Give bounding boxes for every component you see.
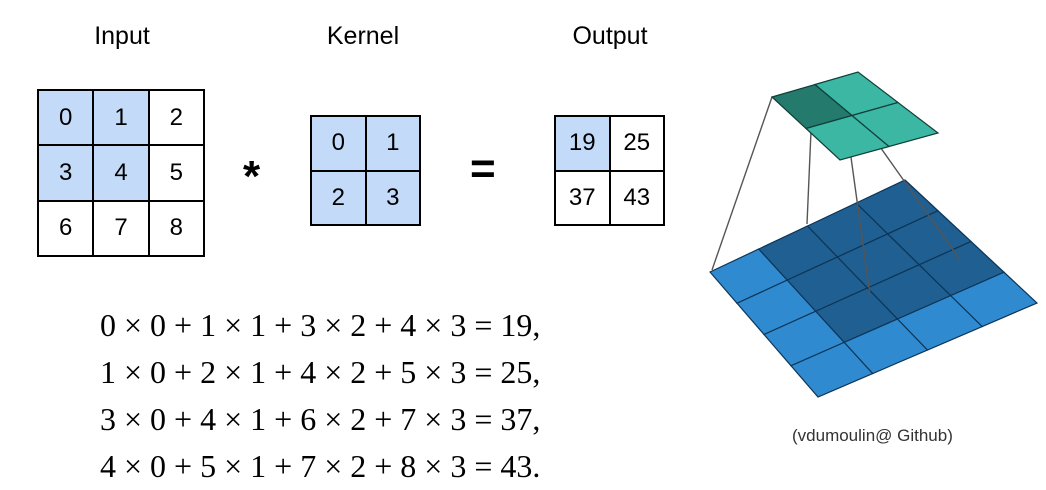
kernel-title: Kernel — [326, 22, 400, 50]
input-cell: 1 — [94, 91, 148, 145]
input-title: Input — [94, 22, 150, 50]
equations: 0 × 0 + 1 × 1 + 3 × 2 + 4 × 3 = 19, 1 × … — [100, 302, 540, 490]
convolution-illustration — [709, 71, 1039, 398]
output-cell: 37 — [556, 171, 609, 224]
projection-line — [711, 96, 773, 271]
input-cell: 0 — [39, 91, 93, 145]
kernel-grid: 0 1 2 3 — [310, 115, 421, 226]
equation-line: 3 × 0 + 4 × 1 + 6 × 2 + 7 × 3 = 37, — [100, 401, 541, 437]
equation-line: 1 × 0 + 2 × 1 + 4 × 2 + 5 × 3 = 25, — [100, 354, 541, 390]
output-grid: 19 25 37 43 — [554, 115, 665, 226]
input-cell: 4 — [94, 146, 148, 200]
input-grid: 0 1 2 3 4 5 6 7 8 — [37, 89, 205, 257]
kernel-cell: 1 — [366, 117, 419, 170]
input-cell: 5 — [149, 146, 203, 200]
input-plane-cell — [949, 271, 1039, 328]
kernel-cell: 3 — [366, 171, 419, 224]
input-plane — [709, 179, 1039, 398]
equation-line: 4 × 0 + 5 × 1 + 7 × 2 + 8 × 3 = 43. — [100, 448, 541, 484]
equals-operator: = — [470, 144, 496, 193]
equation-line: 0 × 0 + 1 × 1 + 3 × 2 + 4 × 3 = 19, — [100, 307, 541, 343]
convolve-operator: * — [243, 152, 261, 201]
output-title: Output — [572, 22, 648, 50]
input-cell: 6 — [39, 201, 93, 255]
projection-line — [849, 149, 871, 296]
kernel-cell: 2 — [312, 171, 365, 224]
credit-text: (vdumoulin@ Github) — [792, 426, 953, 445]
input-cell: 8 — [149, 201, 203, 255]
output-cell: 25 — [610, 117, 663, 170]
kernel-cell: 0 — [312, 117, 365, 170]
output-cell: 43 — [610, 171, 663, 224]
output-plane — [770, 71, 940, 161]
output-plane-cell — [850, 101, 940, 148]
projection-line — [877, 143, 961, 261]
input-cell: 7 — [94, 201, 148, 255]
output-cell: 19 — [556, 117, 609, 170]
input-cell: 3 — [39, 146, 93, 200]
input-cell: 2 — [149, 91, 203, 145]
